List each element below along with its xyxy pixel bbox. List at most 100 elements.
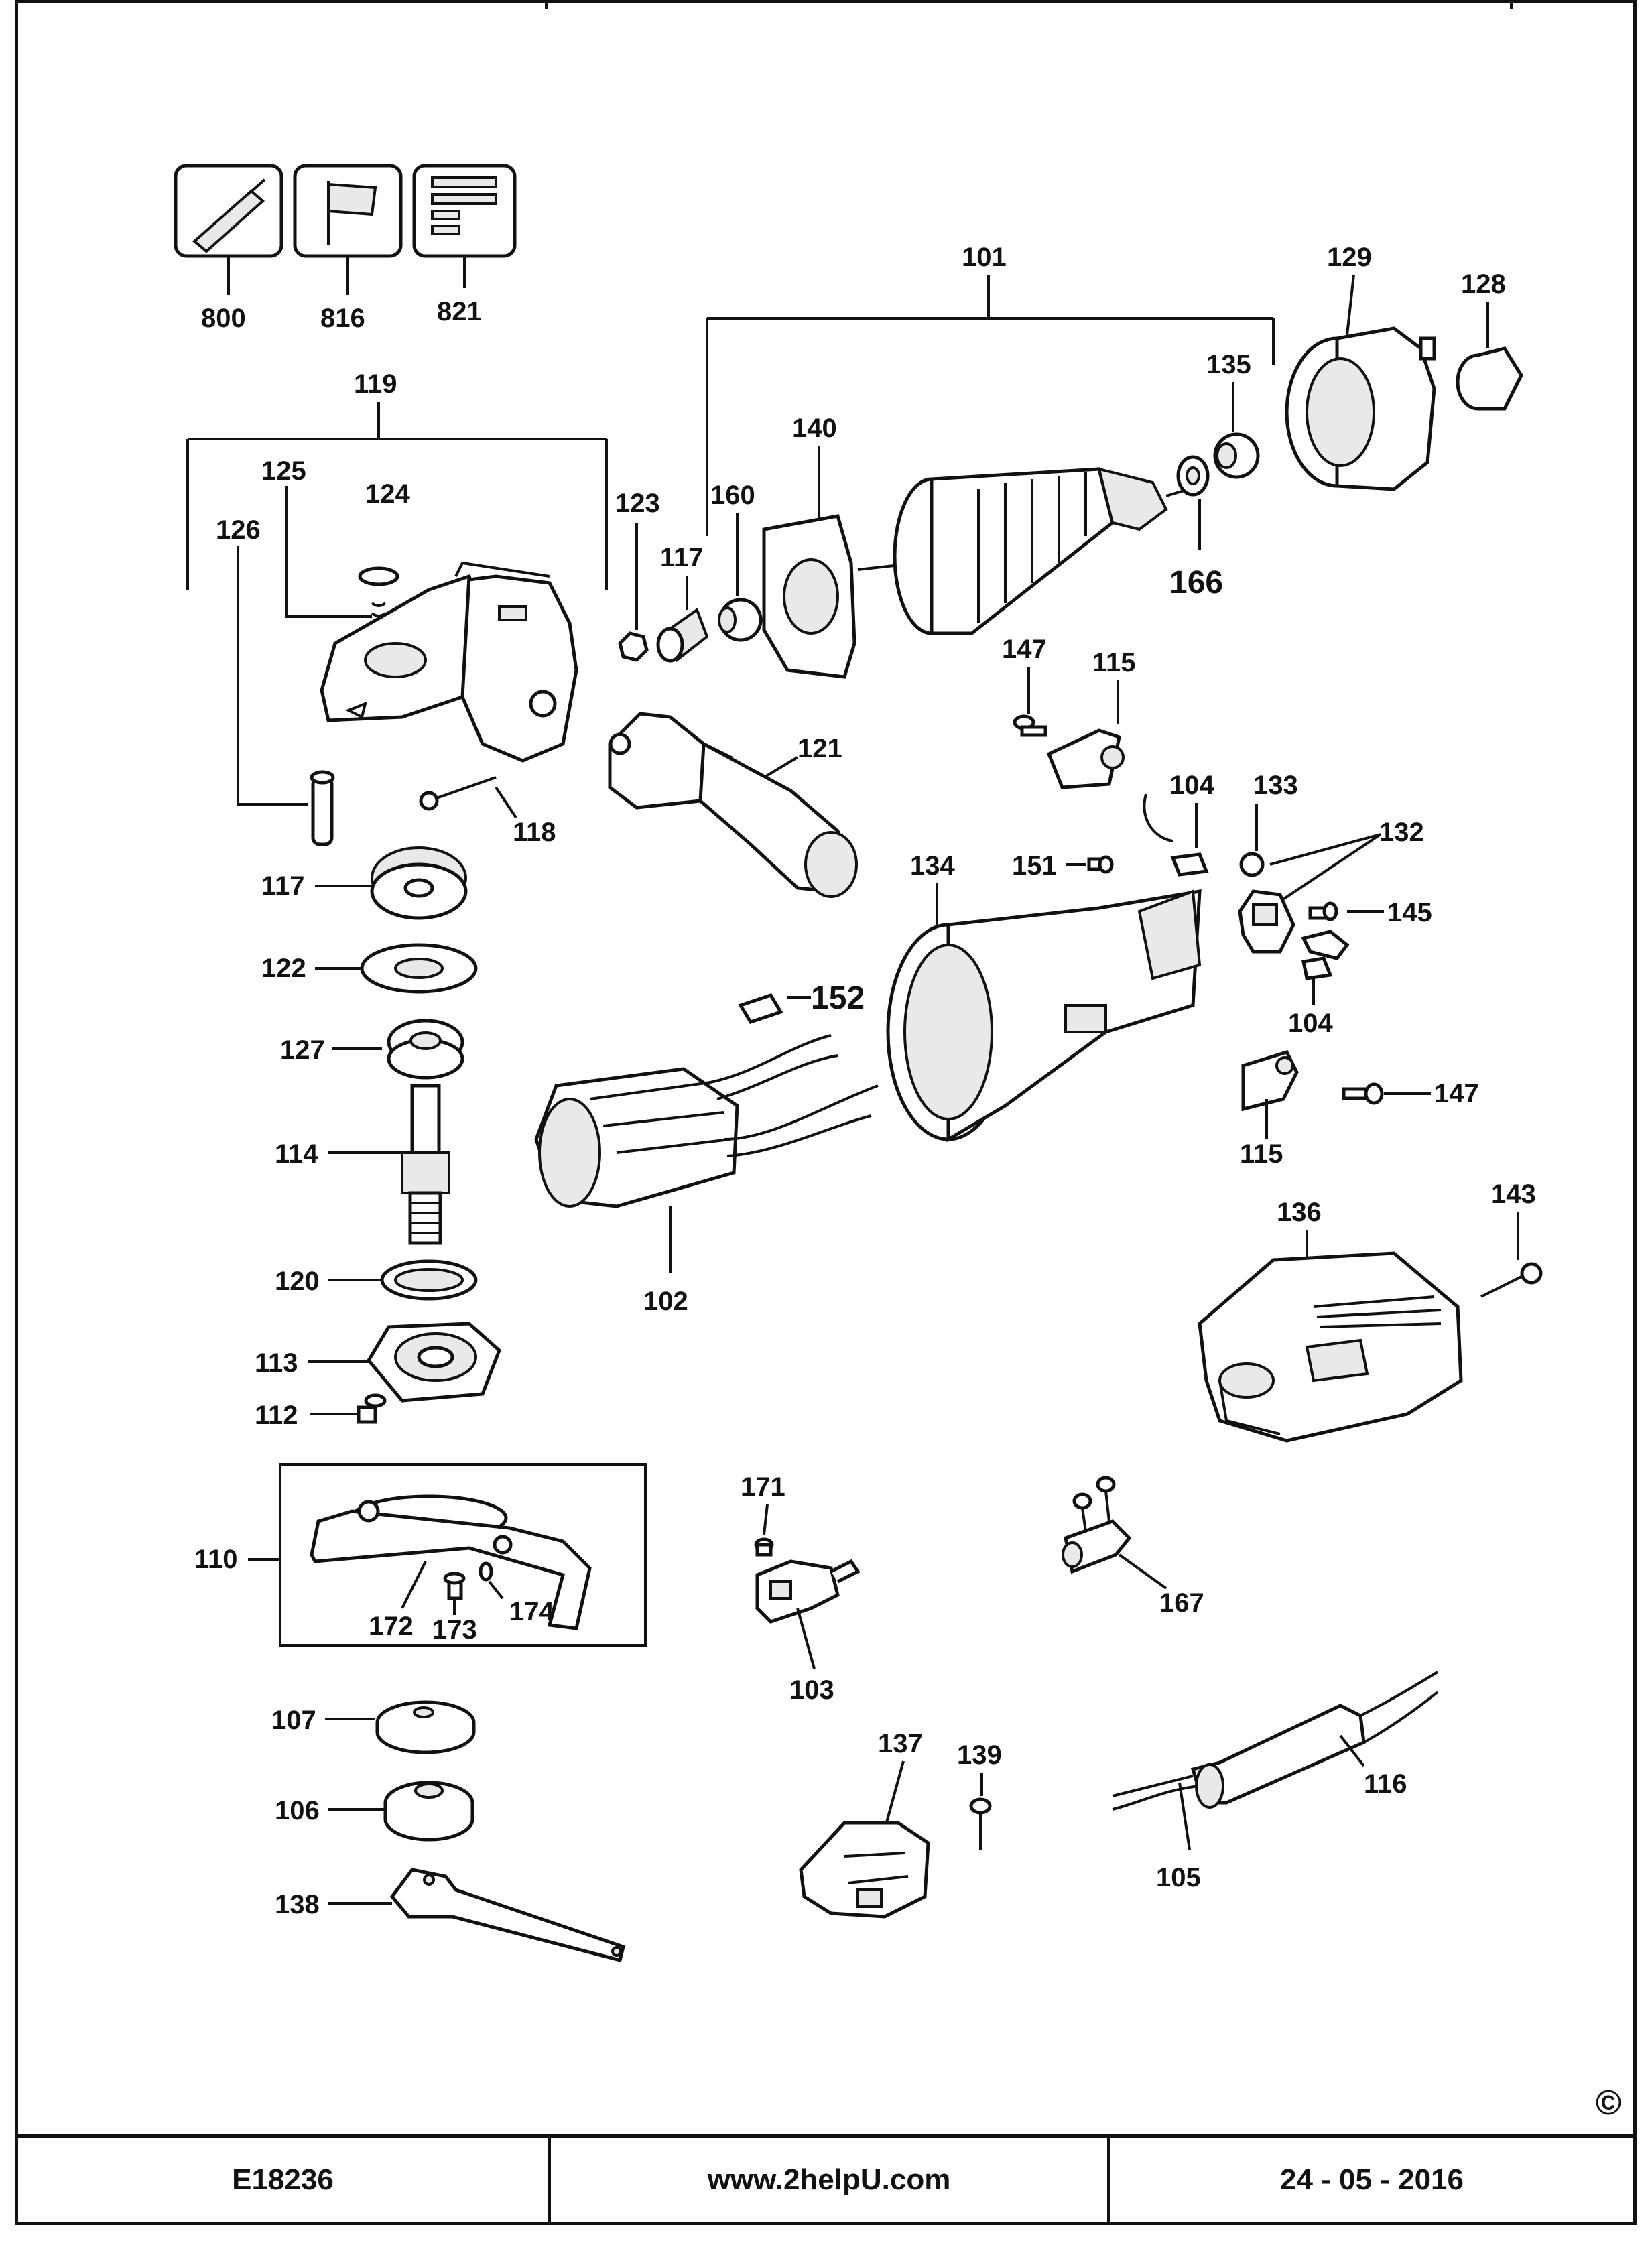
bevel-gear-117 <box>370 846 468 920</box>
label-113: 113 <box>255 1348 298 1378</box>
label-174: 174 <box>509 1597 554 1626</box>
rear-cover-136 <box>1198 1251 1463 1443</box>
power-cord-116 <box>1112 1671 1439 1811</box>
screw-118 <box>419 776 497 811</box>
label-106: 106 <box>275 1796 320 1825</box>
screw-145 <box>1308 901 1338 921</box>
motor-housing-134 <box>886 889 1202 1143</box>
footer-website-cell: www.2helpU.com <box>551 2134 1110 2225</box>
label-117-pinion: 117 <box>660 543 704 572</box>
field-stator-102 <box>534 1034 879 1208</box>
website-link[interactable]: www.2helpU.com <box>707 2163 951 2196</box>
bearing-housing-113 <box>366 1322 501 1403</box>
label-121: 121 <box>798 734 842 763</box>
label-134: 134 <box>910 851 955 881</box>
label-118: 118 <box>513 818 556 847</box>
switch-103 <box>755 1559 861 1624</box>
screw-171 <box>754 1537 774 1557</box>
label-143: 143 <box>1491 1179 1536 1209</box>
label-145: 145 <box>1387 898 1432 927</box>
label-126: 126 <box>216 515 261 545</box>
label-138: 138 <box>275 1890 320 1919</box>
lock-pin-126 <box>310 770 335 846</box>
label-135: 135 <box>1206 350 1251 379</box>
label-140: 140 <box>792 413 837 443</box>
label-112: 112 <box>255 1401 298 1430</box>
label-125: 125 <box>261 456 306 486</box>
label-133: 133 <box>1253 771 1298 800</box>
baffle-140 <box>762 514 856 679</box>
clamp-nut-106 <box>383 1781 474 1842</box>
footer: E18236 www.2helpU.com 24 - 05 - 2016 <box>15 2134 1637 2225</box>
nut-174 <box>479 1561 493 1582</box>
label-122: 122 <box>261 954 306 983</box>
label-160: 160 <box>710 480 755 510</box>
label-147-bottom: 147 <box>1434 1079 1479 1108</box>
carbon-brush-104-bottom <box>1301 956 1333 980</box>
label-123: 123 <box>615 489 660 518</box>
nut-123 <box>618 631 649 662</box>
label-147-top: 147 <box>1002 635 1047 664</box>
label-107: 107 <box>271 1706 316 1735</box>
footer-model-cell: E18236 <box>15 2134 551 2225</box>
label-105: 105 <box>1156 1863 1201 1893</box>
label-816: 816 <box>320 304 365 333</box>
label-104-bottom: 104 <box>1288 1009 1333 1038</box>
document-icon-821 <box>412 164 517 258</box>
label-101: 101 <box>962 243 1007 272</box>
brush-spring-115-top <box>1046 728 1125 789</box>
label-167: 167 <box>1159 1588 1204 1618</box>
label-172: 172 <box>369 1612 414 1641</box>
seal-122 <box>360 943 478 994</box>
bearing-135 <box>1213 432 1260 479</box>
brush-152 <box>738 992 783 1025</box>
washer-120 <box>380 1259 478 1301</box>
label-129: 129 <box>1327 243 1372 272</box>
label-115-bottom: 115 <box>1240 1139 1283 1169</box>
label-116: 116 <box>1364 1769 1407 1799</box>
spindle-114 <box>401 1084 450 1245</box>
label-104-top: 104 <box>1169 771 1214 800</box>
bearing-160 <box>718 598 763 642</box>
model-number: E18236 <box>232 2163 334 2196</box>
label-137: 137 <box>878 1729 923 1758</box>
label-136: 136 <box>1277 1198 1322 1227</box>
label-139: 139 <box>957 1740 1002 1770</box>
label-127: 127 <box>280 1035 325 1065</box>
manual-icon-800 <box>174 164 283 258</box>
label-114: 114 <box>275 1139 318 1169</box>
screw-112 <box>357 1393 387 1424</box>
screw-147-top <box>1013 714 1047 737</box>
sleeve-128 <box>1456 346 1523 411</box>
end-cap-129 <box>1285 326 1436 491</box>
label-152: 152 <box>811 980 865 1016</box>
label-151: 151 <box>1012 851 1057 881</box>
label-821: 821 <box>437 297 482 326</box>
screw-139 <box>969 1797 992 1850</box>
flange-107 <box>375 1700 476 1754</box>
label-166: 166 <box>1169 565 1223 600</box>
screw-151 <box>1087 855 1114 874</box>
pinion-117 <box>656 607 709 663</box>
label-117-gear: 117 <box>261 871 305 901</box>
date: 24 - 05 - 2016 <box>1280 2163 1464 2196</box>
screw-173 <box>443 1572 466 1600</box>
label-132: 132 <box>1379 818 1424 847</box>
spanner-138 <box>389 1868 625 1963</box>
label-800: 800 <box>201 304 246 333</box>
label-128: 128 <box>1461 269 1506 299</box>
side-handle-121 <box>608 712 858 898</box>
brush-holder-132 <box>1238 889 1350 960</box>
label-120: 120 <box>275 1267 320 1296</box>
carbon-brush-104-top <box>1143 793 1209 877</box>
copyright-symbol: © <box>1595 2084 1622 2122</box>
label-119: 119 <box>354 369 397 399</box>
wheel-guard-110 <box>310 1494 592 1630</box>
gear-housing-119 <box>320 561 578 763</box>
spring-133 <box>1239 852 1265 877</box>
label-173: 173 <box>432 1615 477 1645</box>
label-171: 171 <box>741 1472 785 1502</box>
label-103: 103 <box>789 1675 834 1705</box>
label-115-top: 115 <box>1092 648 1136 678</box>
